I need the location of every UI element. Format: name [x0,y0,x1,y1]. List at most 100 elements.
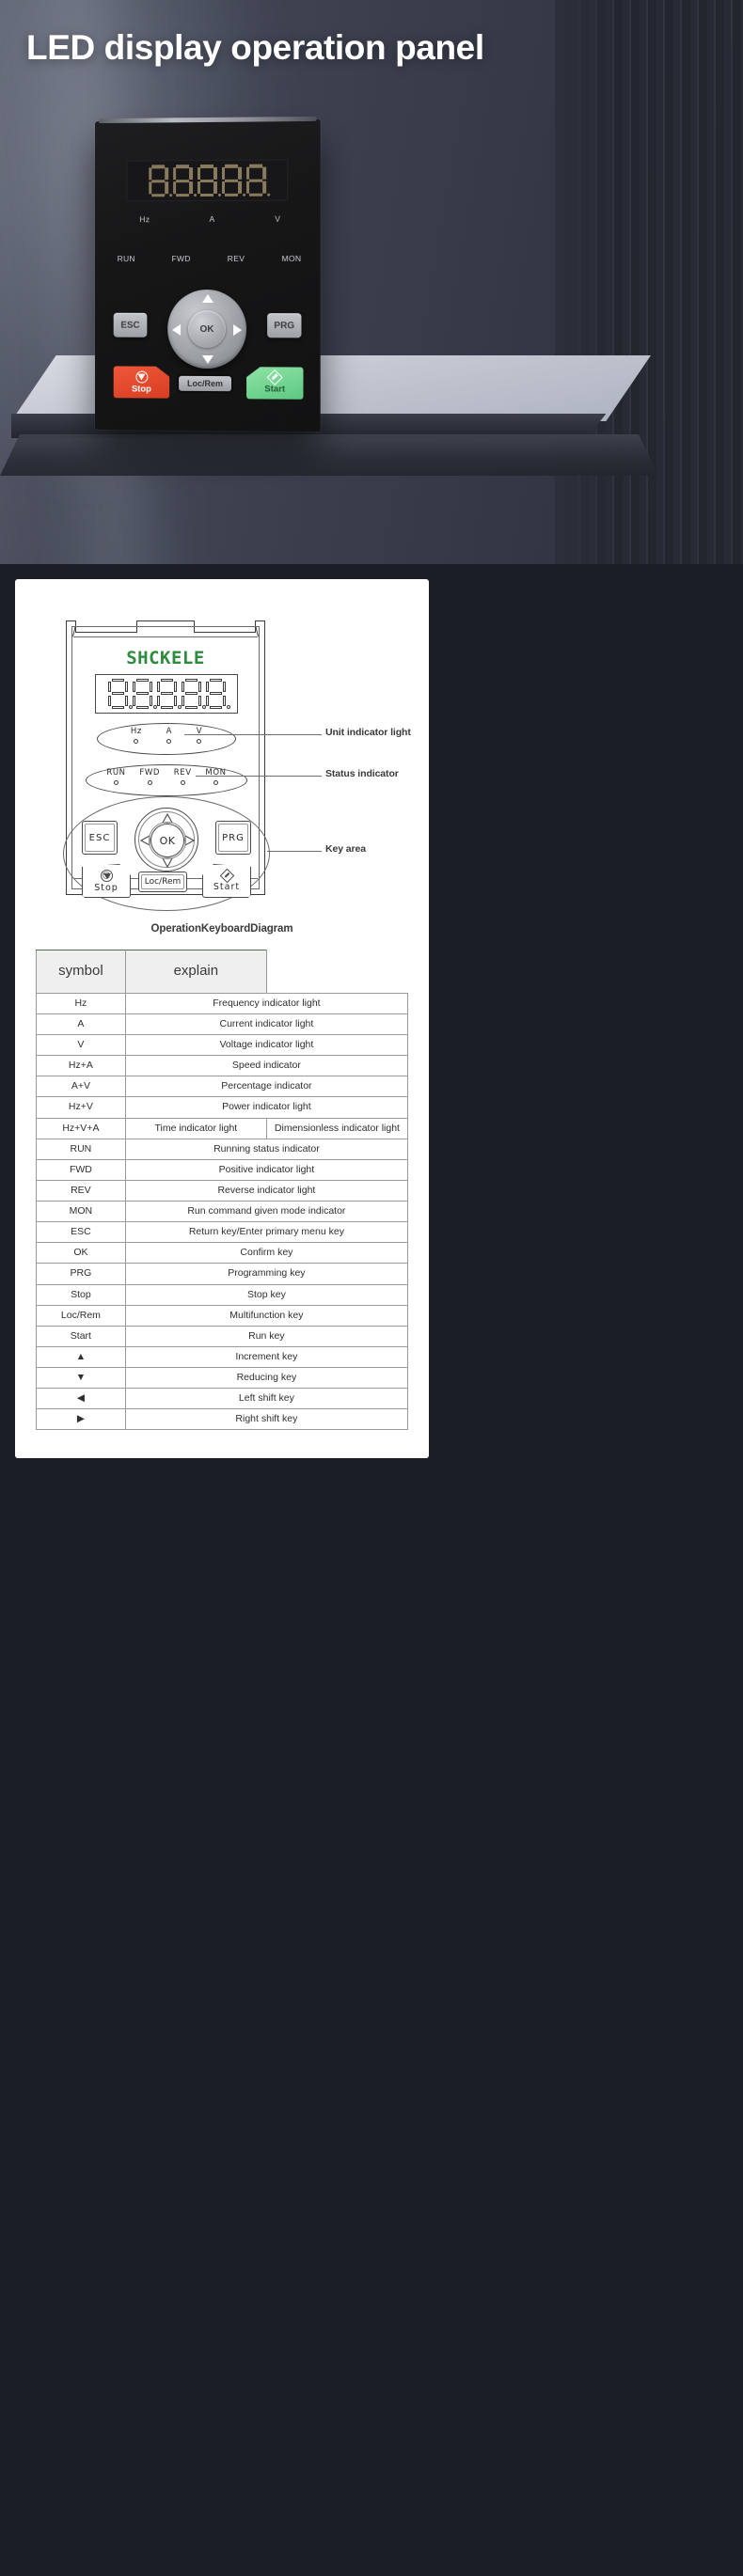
diagram-led-digit [156,679,182,709]
triangle-up-icon[interactable] [202,293,213,304]
unit-v-label: V [196,727,203,736]
cell-symbol: MON [36,1200,126,1223]
diagram-stop-button[interactable]: Stop [82,864,131,898]
led-digit [172,165,198,197]
diagram-led-digit [107,679,133,709]
status-run-label: RUN [106,768,126,778]
cell-explain-primary: Time indicator light [124,1117,267,1139]
photo-esc-button[interactable]: ESC [113,312,148,338]
status-indicator-run: RUN [106,765,125,785]
cell-symbol: Hz+V [36,1096,126,1119]
photo-stop-button[interactable]: Stop [114,366,169,398]
diagram-locrem-button[interactable]: Loc/Rem [138,872,187,892]
cell-symbol: OK [36,1242,126,1264]
indicator-lamp-icon [114,779,119,785]
diagram-start-button[interactable]: Start [202,864,251,898]
cell-explain: Return key/Enter primary menu key [124,1221,409,1244]
diagram-ok-button[interactable]: OK [149,822,186,859]
key-area-ellipse [63,796,270,911]
cell-explain: Run key [124,1325,409,1347]
cell-symbol: A [36,1013,126,1036]
diagram-esc-button[interactable]: ESC [82,821,118,855]
column-header-symbol: symbol [36,950,126,994]
hero-section: LED display operation panel Hz A V RUN F… [0,0,743,564]
photo-status-run: RUN [117,254,135,264]
photo-unit-a: A [209,213,215,224]
cell-symbol: Hz+V+A [36,1117,126,1139]
diagram-led-digit [132,679,157,709]
unit-indicator-group: Hz A V [97,723,236,755]
diagram-led-display [95,674,238,714]
cell-explain: Voltage indicator light [124,1033,409,1057]
stop-octagon-icon [135,370,148,383]
photo-status-indicator-row: RUN FWD REV MON [118,254,302,263]
triangle-down-icon[interactable] [202,354,213,365]
diagram-navigation-pad[interactable]: OK [134,808,198,872]
diagram-caption: OperationKeyboardDiagram [150,923,293,935]
cell-symbol: REV [36,1179,126,1202]
cell-symbol: ▶ [36,1408,126,1431]
cell-symbol: PRG [36,1263,126,1285]
cell-explain: Power indicator light [124,1096,409,1119]
diagram-prg-button[interactable]: PRG [215,821,251,855]
callout-line-status [196,776,322,777]
table-header-row: symbol explain [36,950,408,994]
led-digit [245,164,271,196]
indicator-lamp-icon [197,738,202,744]
photo-unit-indicator-row: Hz A V [139,214,280,225]
cell-explain: Right shift key [124,1408,409,1431]
cell-symbol: ◀ [36,1388,126,1410]
indicator-lamp-icon [147,779,152,785]
photo-start-button[interactable]: Start [246,367,303,400]
panel-top-edge [98,116,317,124]
cell-symbol: FWD [36,1158,126,1181]
status-indicator-fwd: FWD [139,765,160,785]
start-diamond-icon [267,369,283,385]
unit-indicator-v: V [197,724,202,744]
photo-ok-button[interactable]: OK [188,309,226,349]
cell-symbol: Start [36,1325,126,1347]
unit-indicator-a: A [166,724,172,744]
cell-symbol: Stop [36,1283,126,1306]
indicator-lamp-icon [180,779,185,785]
cell-explain: Frequency indicator light [124,992,409,1014]
cell-explain: Reducing key [124,1366,409,1390]
callout-key-area: Key area [325,843,366,855]
diagram-start-label: Start [213,881,241,892]
table-row: ▲Increment key [36,1345,409,1369]
photo-locrem-button[interactable]: Loc/Rem [177,373,234,394]
triangle-right-icon[interactable] [233,324,243,337]
column-header-explain: explain [124,950,267,994]
cell-explain: Reverse indicator light [124,1179,409,1202]
cell-symbol: Loc/Rem [36,1304,126,1327]
cell-symbol: RUN [36,1138,126,1160]
cell-explain: Multifunction key [124,1304,409,1327]
led-digit [221,164,246,196]
photo-unit-hz: Hz [139,214,150,225]
cell-explain: Increment key [124,1345,409,1369]
photo-prg-button[interactable]: PRG [267,313,302,338]
table-row: ▶Right shift key [36,1408,409,1431]
cell-explain: Percentage indicator [124,1076,409,1098]
triangle-left-icon[interactable] [172,323,182,336]
status-indicator-mon: MON [205,765,226,785]
status-fwd-label: FWD [139,768,161,778]
photo-status-fwd: FWD [171,254,191,264]
unit-indicator-hz: Hz [131,724,142,744]
triangle-right-icon [184,835,196,846]
callout-unit-indicator-light: Unit indicator light [325,727,411,738]
status-indicator-rev: REV [174,765,192,785]
cell-symbol: Hz+A [36,1055,126,1077]
photo-navigation-pad[interactable]: OK [167,289,247,369]
cell-symbol: V [36,1033,126,1057]
